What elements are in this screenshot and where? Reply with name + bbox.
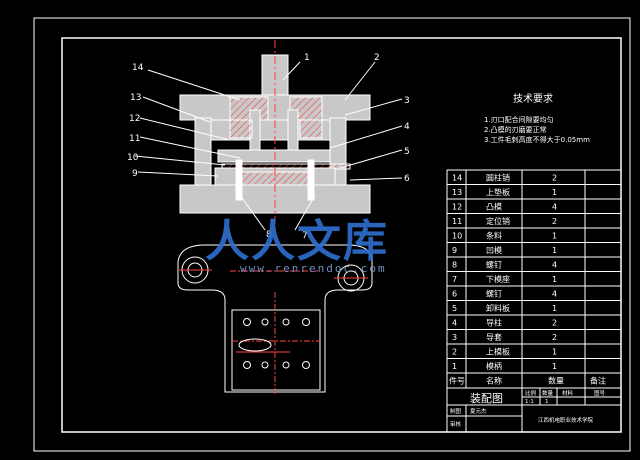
callout-4: 4	[404, 122, 410, 132]
bom-header-note: 备注	[590, 376, 606, 386]
callout-12: 12	[129, 114, 140, 124]
bom-cell-name: 模柄	[486, 361, 502, 371]
stripper-plate	[217, 149, 331, 163]
bom-cell-qty: 2	[552, 174, 557, 183]
bom-cell-qty: 1	[552, 275, 557, 284]
bom-cell-name: 导柱	[486, 318, 502, 328]
tech-req-item-3: 3.工件毛刺高度不得大于0.05mm	[484, 135, 590, 144]
callout-2: 2	[374, 53, 380, 63]
bom-cell-name: 圆柱销	[486, 173, 510, 183]
callout-13: 13	[130, 93, 141, 103]
bom-cell-name: 条料	[486, 231, 502, 241]
callout-10: 10	[127, 153, 139, 163]
bom-cell-qty: 2	[552, 319, 557, 328]
die-plan-rect	[231, 309, 321, 391]
callout-1: 1	[304, 53, 310, 63]
bom-cell-no: 3	[452, 333, 457, 342]
bom-cell-no: 10	[452, 232, 462, 241]
tb-school: 江西机电职业技术学院	[538, 416, 594, 424]
bom-cell-no: 13	[452, 188, 462, 197]
technical-requirements: 技术要求 1.刃口配合间隙要均匀 2.凸模的刃磨要正常 3.工件毛刺高度不得大于…	[484, 92, 590, 144]
callout-5: 5	[404, 147, 410, 157]
callout-7: 7	[302, 231, 308, 241]
callout-8: 8	[266, 230, 272, 240]
tb-col-material: 材料	[562, 389, 574, 397]
lower-base-plan-view	[177, 244, 373, 395]
outer-frame	[33, 17, 631, 452]
bom-cell-qty: 1	[552, 348, 557, 357]
bom-cell-no: 9	[452, 246, 457, 255]
callout-9: 9	[132, 169, 138, 179]
bom-cell-no: 8	[452, 261, 457, 270]
bom-cell-qty: 1	[552, 188, 557, 197]
bom-cell-qty: 4	[552, 203, 557, 212]
bom-cell-no: 6	[452, 290, 457, 299]
bom-cell-no: 5	[452, 304, 457, 313]
bom-cell-qty: 1	[552, 362, 557, 371]
bom-cell-no: 11	[452, 217, 462, 226]
bom-cell-name: 螺钉	[486, 289, 502, 299]
tb-draft-name: 夏元杰	[470, 407, 487, 415]
bom-cell-qty: 2	[552, 217, 557, 226]
callout-11: 11	[129, 134, 140, 144]
tb-count: 1	[545, 399, 549, 405]
bom-cell-qty: 1	[552, 246, 557, 255]
tb-review-label: 审核	[450, 420, 462, 428]
bom-cell-no: 7	[452, 275, 457, 284]
tb-col-scale: 比例	[525, 389, 537, 397]
bom-cell-name: 定位销	[486, 216, 510, 226]
bom-header-name: 名称	[486, 376, 502, 386]
bom-cell-no: 1	[452, 362, 457, 371]
bom-cell-name: 下模座	[486, 274, 510, 284]
tb-scale: 1:1	[525, 399, 534, 405]
tech-req-title: 技术要求	[513, 92, 553, 105]
bom-cell-no: 12	[452, 203, 462, 212]
watermark-logo: 人人文库	[205, 216, 389, 267]
callout-6: 6	[404, 174, 410, 184]
callout-3: 3	[404, 96, 410, 106]
bom-cell-no: 2	[452, 348, 457, 357]
tech-req-item-1: 1.刃口配合间隙要均匀	[484, 115, 554, 124]
bom-cell-name: 上模板	[486, 347, 510, 357]
tb-draft-label: 制图	[450, 407, 462, 415]
drawing-name: 装配图	[470, 392, 503, 405]
bom-cell-name: 导套	[486, 332, 502, 342]
bom-cell-qty: 4	[552, 290, 557, 299]
bom-table	[446, 169, 622, 389]
bom-header-no: 件号	[449, 376, 465, 386]
bom-cell-qty: 1	[552, 304, 557, 313]
bom-cell-no: 14	[452, 174, 462, 183]
bom-cell-qty: 2	[552, 333, 557, 342]
bom-cell-qty: 1	[552, 232, 557, 241]
bom-cell-qty: 4	[552, 261, 557, 270]
title-block-text: 装配图 比例 数量 材料 图号 1:1 1 制图 夏元杰 审核 江西机电职业技术…	[450, 389, 606, 428]
callout-labels: 1 2 3 4 5 6 7 8 9 10 11 12 13 14	[127, 53, 410, 241]
bom-cell-no: 4	[452, 319, 457, 328]
tech-req-item-2: 2.凸模的刃磨要正常	[484, 125, 547, 134]
bom-cell-name: 凸模	[486, 202, 502, 212]
bom-cell-name: 卸料板	[486, 303, 510, 313]
watermark-url: www.renrendoc.com	[240, 262, 387, 275]
bom-cell-name: 凹模	[486, 245, 502, 255]
bom-cell-name: 上垫板	[486, 187, 510, 197]
die-section-view	[134, 40, 403, 231]
tb-col-count: 数量	[542, 389, 554, 397]
bom-cell-name: 螺钉	[486, 260, 502, 270]
callout-14: 14	[132, 63, 144, 73]
bom-header-qty: 数量	[548, 376, 564, 386]
title-block	[446, 387, 622, 433]
tb-col-drawing-no: 图号	[594, 389, 606, 397]
